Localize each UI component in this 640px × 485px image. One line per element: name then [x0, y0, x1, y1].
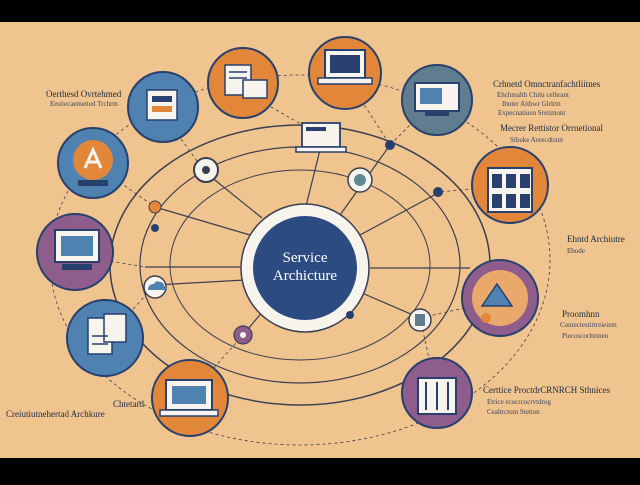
node-laptop-bottom[interactable] [151, 359, 229, 437]
orbit-dot [433, 187, 443, 197]
monitor-screen [420, 88, 442, 104]
node-desktop-left[interactable] [36, 213, 114, 291]
laptop-base [317, 77, 373, 85]
connector [304, 149, 321, 211]
document-back [103, 313, 127, 343]
top-letterbox [0, 0, 640, 22]
monitor-stand [425, 111, 449, 116]
label-top-right-title: Crhnetd Omnctranfachtliitnes [493, 79, 601, 89]
printer-tray [152, 106, 172, 112]
node-building-bottom-right[interactable] [401, 357, 473, 429]
orbit-node-badge-inner [354, 174, 366, 186]
connector-lines [145, 144, 470, 336]
connector [154, 279, 246, 286]
server-drawer [492, 174, 502, 188]
node-laptop-top[interactable] [308, 36, 382, 110]
badge-icon [415, 314, 425, 326]
node-monitor-top-right[interactable] [401, 64, 473, 136]
cloud-shield-icon [480, 282, 514, 307]
hub-title-line1: Service [283, 250, 328, 266]
server-drawer [492, 194, 502, 208]
label-top-right-sub3: Expecnatiuen Sretimont [498, 109, 566, 117]
label-mid-right-title: Mecrer Rettistor Orrnetional [500, 123, 603, 133]
server-drawer [520, 194, 530, 208]
label-bottom-right-title: Certtice ProctdrCRNRCH Sthnices [483, 385, 610, 395]
connector [354, 289, 421, 319]
orbit-node-dot [202, 166, 210, 174]
share-icon-bg [73, 140, 113, 180]
server-drawer [506, 174, 516, 188]
label-mid-right-subtitle: Sibuke Aerecdtsnit [510, 136, 564, 144]
laptop-icon [301, 122, 341, 148]
central-hub: Service Archicture [240, 203, 370, 333]
node-server-right[interactable] [471, 146, 549, 224]
printer-icon [146, 89, 178, 121]
label-top-left-subtitle: Eestiecaemetted Trchrm [50, 100, 118, 108]
label-top-left-title: Oerthesd Ovrtehmed [46, 89, 122, 99]
desktop-screen [61, 236, 93, 256]
connector [359, 191, 441, 236]
label-bottom-left-subtitle: Creiutiutnehertad Archkure [6, 409, 105, 419]
label-right-subtitle: Ebode [567, 247, 585, 255]
laptop-screen [306, 127, 326, 131]
laptop-screen [172, 386, 206, 404]
laptop-base [159, 409, 219, 417]
label-right-low-sub1: Contectestirtreieiem [560, 321, 617, 329]
label-bottom-right-sub1: Etrice ecocrcocrvtdrog [487, 398, 551, 406]
node-cloud-right[interactable] [461, 259, 539, 337]
node-share-left[interactable] [57, 127, 129, 199]
node-docs-left-bottom[interactable] [66, 299, 144, 377]
orbit-dot [385, 140, 395, 150]
laptop-base [295, 146, 347, 153]
label-top-right-sub1: Ehchmalth Chitu celhrant [497, 91, 569, 99]
label-top-right-sub2: Ibuter Aithwr Glrlrm [502, 100, 561, 108]
server-drawer [506, 194, 516, 208]
laptop-screen [330, 55, 360, 73]
orbit-nodes [143, 140, 485, 393]
share-icon [83, 146, 103, 169]
label-bottom-right-sub2: Cealtrctom Stetion [487, 408, 540, 416]
inner-orbit [169, 169, 431, 361]
orbit-dot [148, 200, 162, 214]
node-printer-top-left[interactable] [127, 71, 199, 143]
orbit-node-pin-center [240, 332, 246, 338]
hub-title-line2: Archicture [273, 268, 337, 284]
orbit-dot [346, 311, 354, 319]
share-icon-base [78, 180, 108, 186]
label-right-low-sub2: Piecoscorltetnen [562, 332, 609, 340]
desktop-stand [62, 264, 92, 270]
node-docs-top[interactable] [207, 47, 279, 119]
label-right-low-title: Proomhnn [562, 309, 600, 319]
status-dot [481, 313, 491, 323]
label-right-title: Ehntd Archiutre [567, 234, 625, 244]
bottom-letterbox [0, 458, 640, 480]
orbit-dot [151, 224, 159, 232]
cloud-icon [148, 281, 167, 290]
standalone-laptop-icon[interactable] [295, 122, 347, 153]
connector [154, 206, 251, 236]
label-bottom-left-title: Chtetard [113, 399, 144, 409]
server-drawer [520, 174, 530, 188]
printer-tray [152, 96, 172, 102]
document-back [242, 79, 268, 99]
hub-core [253, 216, 357, 320]
